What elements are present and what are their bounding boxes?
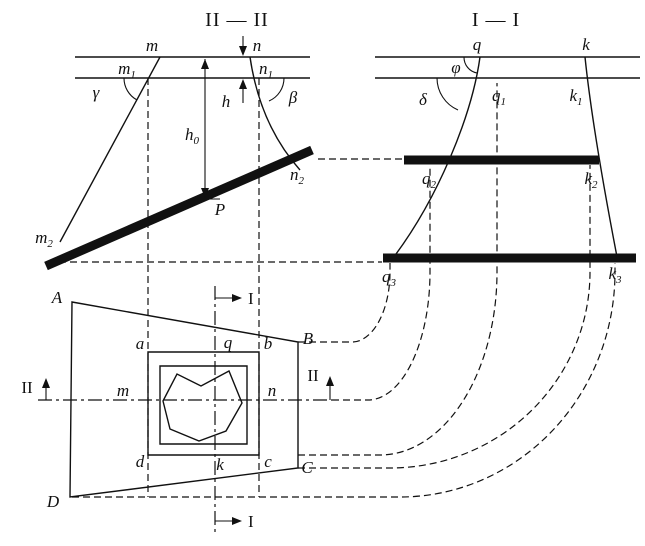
plan-view: A B C D a b c d q k m n xyxy=(46,288,314,511)
label-plan-n: n xyxy=(268,381,277,400)
rotation-arc-c-k2 xyxy=(298,165,591,469)
label-k: k xyxy=(582,35,590,54)
label-plan-B: B xyxy=(303,329,314,348)
label-section-ii-right: II xyxy=(307,366,319,385)
rotation-arc-b-q3 xyxy=(298,263,391,343)
label-phi: φ xyxy=(451,58,460,77)
plan-rectangle-abcd-inner xyxy=(147,351,260,456)
section-i-title: I — I xyxy=(472,9,520,31)
boundary-n-n2 xyxy=(249,56,301,171)
label-h0: h0 xyxy=(185,125,200,147)
label-m2: m2 xyxy=(35,228,53,250)
label-p: P xyxy=(214,200,225,219)
label-delta: δ xyxy=(419,90,428,109)
dimension-h: h xyxy=(222,36,247,111)
rotation-arc-d-k3 xyxy=(72,263,616,498)
angle-arc-gamma xyxy=(123,77,138,101)
angle-arc-delta xyxy=(436,77,459,111)
label-k3: k3 xyxy=(608,264,622,286)
label-plan-D: D xyxy=(46,492,60,511)
plan-trapezoid-abcd xyxy=(69,301,299,498)
label-h: h xyxy=(222,92,231,111)
angle-arc-beta xyxy=(268,77,285,102)
dimension-h0-arrow-up-icon xyxy=(201,59,209,69)
boundary-k-k3 xyxy=(584,56,619,263)
label-plan-A: A xyxy=(51,288,63,307)
label-n: n xyxy=(253,36,262,55)
section-ii-arrow-right-icon xyxy=(326,376,334,386)
label-plan-c: c xyxy=(264,452,272,471)
projection-lines xyxy=(48,78,616,498)
label-m1: m1 xyxy=(118,59,136,81)
label-section-ii-left: II xyxy=(21,378,33,397)
dimension-h0: h0 xyxy=(185,59,220,200)
label-n1: n1 xyxy=(259,59,273,81)
label-plan-b: b xyxy=(264,334,273,353)
label-plan-q: q xyxy=(224,333,233,352)
angle-arc-phi xyxy=(463,56,478,74)
dimension-h-arrow-up-icon xyxy=(239,79,247,89)
label-gamma: γ xyxy=(93,83,101,102)
label-n2: n2 xyxy=(290,165,305,187)
rotation-arc-center-q2 xyxy=(332,165,431,401)
rotation-arc-rect-center xyxy=(298,83,498,456)
section-ii-view: II — II h h0 m n m1 n1 γ β m2 xyxy=(35,9,314,271)
section-i-arrow-top-icon xyxy=(232,294,242,302)
label-m: m xyxy=(146,36,158,55)
label-plan-d: d xyxy=(136,452,145,471)
label-plan-m: m xyxy=(117,381,129,400)
section-ii-title: II — II xyxy=(205,9,269,31)
label-section-i-top: I xyxy=(248,289,254,308)
cutting-plane-i: I I xyxy=(214,286,254,532)
section-i-view: I — I q k φ δ q1 k1 q2 k2 q3 k3 xyxy=(375,9,640,289)
label-q3: q3 xyxy=(382,267,397,289)
plan-irregular-contour xyxy=(162,370,243,442)
label-section-i-bottom: I xyxy=(248,512,254,531)
section-i-arrow-bottom-icon xyxy=(232,517,242,525)
label-plan-C: C xyxy=(301,458,313,477)
section-ii-arrow-left-icon xyxy=(42,378,50,388)
label-k2: k2 xyxy=(584,169,598,191)
boundary-m-m2 xyxy=(59,56,161,243)
dimension-h-arrow-down-icon xyxy=(239,46,247,56)
label-q: q xyxy=(473,35,482,54)
label-q2: q2 xyxy=(422,169,437,191)
label-q1: q1 xyxy=(492,86,506,108)
label-plan-a: a xyxy=(136,334,145,353)
label-beta: β xyxy=(288,88,298,107)
cutting-plane-ii: II II xyxy=(21,366,334,401)
label-k1: k1 xyxy=(569,86,582,108)
inclined-seam-line xyxy=(44,145,314,271)
dimension-h0-arrow-down-icon xyxy=(201,188,209,198)
label-plan-k: k xyxy=(216,455,224,474)
plan-rectangle-innermost xyxy=(159,365,248,445)
